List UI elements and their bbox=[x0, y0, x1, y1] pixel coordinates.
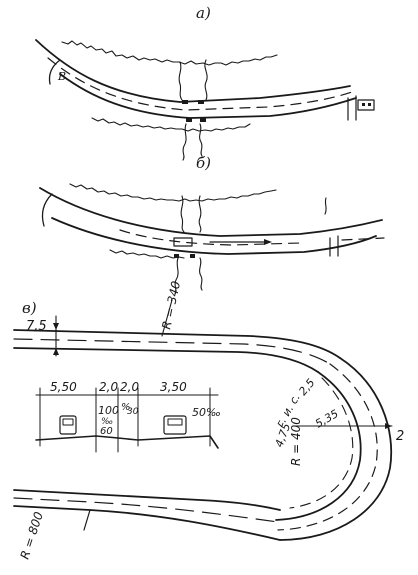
cross-section: 5,50 2,0 2,0 3,50 100 ‰ 60 % 30 50‰ bbox=[35, 380, 221, 453]
section-ticks bbox=[39, 387, 211, 447]
panel-b-label: б) bbox=[196, 154, 211, 172]
section-dim-4: 3,50 bbox=[160, 380, 187, 394]
road-a-outer-edge bbox=[35, 39, 351, 103]
right-dim-label: 2 bbox=[396, 429, 404, 444]
section-median bbox=[95, 435, 119, 453]
road-c-bottom-bottom bbox=[13, 505, 281, 541]
bridge-a-marker-4 bbox=[200, 118, 206, 122]
terrain-b-upper bbox=[69, 183, 277, 202]
road-b-side-dashed bbox=[341, 237, 385, 241]
dim-7-5-label: 7,5 bbox=[26, 319, 47, 334]
stream-a-left-top bbox=[178, 61, 183, 101]
r340-leader bbox=[161, 299, 173, 337]
building-a-dot-2 bbox=[368, 103, 371, 106]
vehicle-right-window bbox=[167, 418, 183, 426]
slope-left-val: 60 bbox=[100, 426, 113, 437]
arc-dim-1: 5,35 bbox=[313, 407, 341, 431]
road-c-bottom-center bbox=[13, 497, 279, 523]
stream-a-right-bottom bbox=[199, 123, 203, 157]
stream-a-right-top bbox=[204, 59, 208, 101]
panel-b: б) bbox=[39, 154, 385, 295]
r340-label: R = 340 bbox=[159, 279, 183, 330]
section-dim-2: 2,0 bbox=[99, 380, 118, 394]
dim-7-5-arrow-bottom bbox=[53, 348, 59, 355]
road-a-side-branch bbox=[347, 95, 357, 121]
r400-label: R = 400 bbox=[289, 417, 303, 466]
loop-outer-edge bbox=[279, 357, 393, 541]
stream-b-left-bottom bbox=[174, 257, 179, 295]
road-c-bottom-branch bbox=[83, 509, 91, 531]
r800-label: R = 800 bbox=[18, 510, 47, 561]
bridge-b-marker-1 bbox=[174, 254, 179, 258]
section-dim-1: 5,50 bbox=[50, 380, 77, 394]
bridge-a-marker-1 bbox=[182, 100, 188, 104]
panel-c: в) 7,5 R = 340 5,50 2,0 2,0 3,50 bbox=[13, 279, 404, 561]
road-a-branch bbox=[48, 59, 61, 85]
vehicle-left-window bbox=[62, 418, 74, 426]
stream-b-right-bottom bbox=[199, 257, 203, 291]
road-c-top-center bbox=[13, 338, 331, 365]
road-c-bottom-top bbox=[13, 489, 281, 511]
bridge-b-marker-2 bbox=[190, 254, 195, 258]
road-b-side-branch bbox=[329, 235, 339, 257]
building-a bbox=[357, 99, 375, 111]
bridge-a-marker-2 bbox=[198, 100, 204, 104]
stream-a-left-bottom bbox=[182, 123, 187, 161]
section-dim-3: 2,0 bbox=[120, 380, 139, 394]
arc-text-2: 2,5 bbox=[296, 376, 317, 398]
road-b-inner-edge bbox=[51, 217, 377, 255]
vehicle-right bbox=[163, 415, 187, 435]
road-a-centerline bbox=[47, 57, 353, 111]
panel-c-label: в) bbox=[22, 299, 37, 317]
stream-b-right bbox=[324, 197, 327, 215]
stream-b-left-top bbox=[180, 195, 185, 233]
panel-a-label: а) bbox=[196, 4, 211, 22]
slope-mid: % bbox=[121, 402, 131, 413]
road-b-centerline bbox=[119, 229, 301, 246]
building-a-dot-1 bbox=[362, 103, 365, 106]
road-a-inner-edge bbox=[59, 73, 357, 119]
loop-inner-edge bbox=[275, 371, 362, 521]
loop-dim-arrow bbox=[385, 423, 392, 429]
terrain-a-upper bbox=[61, 40, 278, 66]
panel-a: а) В bbox=[35, 4, 375, 161]
loop-centerline bbox=[277, 363, 378, 531]
stream-b-right-top bbox=[198, 195, 202, 233]
road-b-arrow-head bbox=[264, 239, 272, 245]
terrain-a-lower bbox=[91, 117, 251, 132]
vehicle-left bbox=[59, 415, 77, 435]
section-ground bbox=[35, 435, 219, 449]
slope-left-unit: ‰ bbox=[101, 417, 113, 427]
road-c-top-inner bbox=[13, 347, 319, 373]
dim-7-5-arrow-top bbox=[53, 323, 59, 330]
slope-left-top: 100 bbox=[98, 404, 119, 417]
slope-mid-val: 30 bbox=[127, 407, 139, 417]
road-b-outer-edge bbox=[39, 187, 383, 237]
bridge-a-marker-3 bbox=[186, 118, 192, 122]
road-a-letter: В bbox=[57, 70, 66, 83]
bridge-b bbox=[173, 237, 193, 247]
terrain-b-lower bbox=[109, 249, 185, 259]
slope-right: 50‰ bbox=[192, 406, 221, 419]
loop-inner-dashed bbox=[289, 377, 354, 509]
road-c-top-outer bbox=[13, 329, 341, 359]
road-b-branch bbox=[41, 193, 53, 227]
